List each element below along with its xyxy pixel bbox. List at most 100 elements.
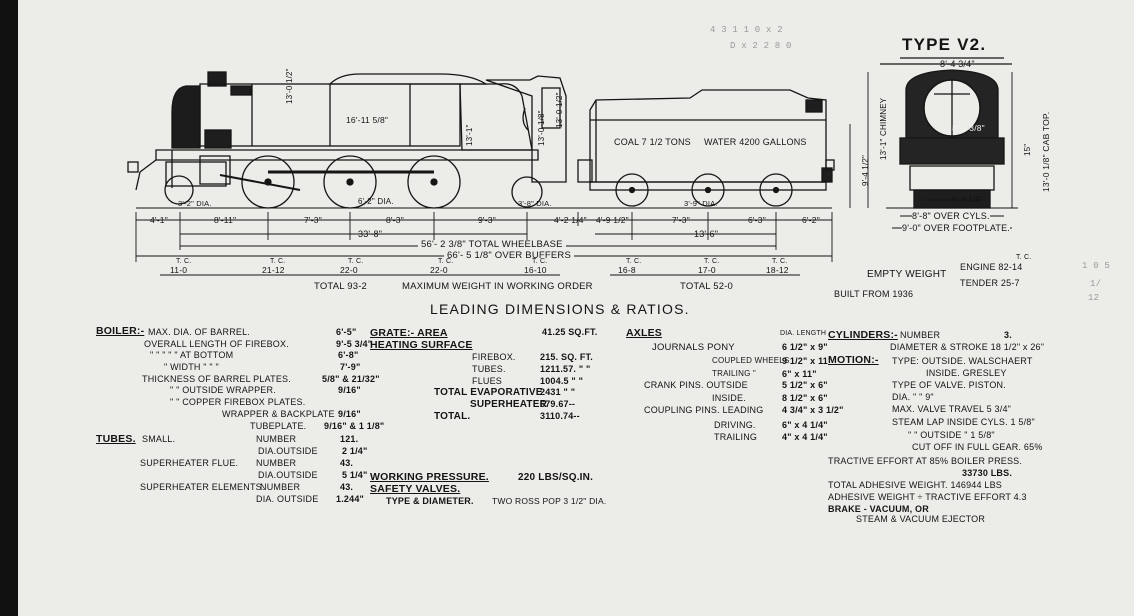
boiler-header: BOILER:- bbox=[96, 325, 145, 337]
boiler-row-4-label: " WIDTH " " " bbox=[164, 362, 219, 372]
axle-load-3: 22-0 bbox=[340, 265, 358, 275]
dim-spacing-1: 4'-1" bbox=[150, 215, 168, 225]
dim-engine-wheelbase: 33'-8" bbox=[358, 229, 383, 239]
tender-wheel-dia: 3'-9" DIA. bbox=[684, 199, 718, 208]
brake-type: BRAKE - VACUUM, OR bbox=[828, 504, 929, 514]
weight-unit-2: T. C. bbox=[270, 258, 286, 265]
motion-row-4: DIA. " " 9" bbox=[892, 392, 934, 402]
motion-row-6: STEAM LAP INSIDE CYLS. 1 5/8" bbox=[892, 417, 1035, 427]
firebox-height-label: 13'-1" bbox=[465, 124, 474, 146]
end-bottom-width: 6'-4 1/2" bbox=[952, 195, 984, 204]
weight-unit-5: T. C. bbox=[532, 258, 548, 265]
end-over-cyls: 8'-8" OVER CYLS. bbox=[912, 211, 990, 221]
boiler-row-8-value: 9/16" bbox=[338, 409, 361, 419]
axles-header: AXLES bbox=[626, 327, 663, 339]
axles-row-7-value: 6" x 4 1/4" bbox=[782, 420, 828, 430]
axle-load-7: 17-0 bbox=[698, 265, 716, 275]
axles-row-8-label: TRAILING bbox=[714, 432, 758, 442]
dim-spacing-7: 4'-9 1/2" bbox=[596, 215, 629, 225]
tubes-row-4-value: 5 1/4" bbox=[342, 470, 368, 480]
end-top-width: 8'-4 3/4" bbox=[940, 59, 975, 69]
boiler-row-7-label: " " COPPER FIREBOX PLATES. bbox=[170, 397, 306, 407]
tubes-row-1-label: NUMBER bbox=[256, 434, 297, 444]
engine-total-weight: TOTAL 93-2 bbox=[314, 281, 368, 292]
adhesive-ratio: ADHESIVE WEIGHT ÷ TRACTIVE EFFORT 4.3 bbox=[828, 492, 1027, 502]
tubes-row-2-label: DIA.OUTSIDE bbox=[258, 446, 318, 456]
motion-row-3: TYPE OF VALVE. PISTON. bbox=[892, 380, 1006, 390]
axles-row-6-value: 4 3/4" x 3 1/2" bbox=[782, 405, 844, 415]
axles-row-5-value: 8 1/2" x 6" bbox=[782, 393, 828, 403]
grate-area: 41.25 SQ.FT. bbox=[542, 327, 598, 337]
end-over-footplate: 9'-0" OVER FOOTPLATE. bbox=[902, 223, 1010, 233]
boiler-row-5-value: 5/8" & 21/32" bbox=[322, 374, 380, 384]
axles-row-7-label: DRIVING. bbox=[714, 420, 756, 430]
axles-col-header: DIA. LENGTH bbox=[780, 330, 827, 337]
boiler-row-9-label: TUBEPLATE. bbox=[250, 421, 307, 431]
motion-header: MOTION:- bbox=[828, 354, 879, 366]
coupled-wheel-2 bbox=[323, 155, 377, 209]
smokebox bbox=[171, 85, 201, 149]
height-dim-1: 9'-4 1/2" bbox=[861, 154, 870, 186]
boiler-row-8-label: WRAPPER & BACKPLATE bbox=[222, 409, 335, 419]
tubes-row-3-group: SUPERHEATER FLUE. bbox=[140, 458, 239, 468]
cylinders-header: CYLINDERS:- bbox=[828, 329, 898, 341]
heating-row-3-label: FLUES bbox=[472, 376, 503, 386]
axle-load-6: 16-8 bbox=[618, 265, 636, 275]
tender-body bbox=[589, 89, 827, 183]
weight-unit-4: T. C. bbox=[438, 258, 454, 265]
tractive-effort-value: 33730 LBS. bbox=[962, 468, 1013, 478]
end-view-drawing bbox=[880, 57, 1018, 229]
boiler-row-1-label: MAX. DIA. OF BARREL. bbox=[148, 327, 251, 337]
weight-unit-1: T. C. bbox=[176, 258, 192, 265]
tubes-row-6-value: 1.244" bbox=[336, 494, 364, 504]
heating-row-5-label: SUPERHEATER bbox=[470, 399, 548, 410]
motion-row-1: TYPE: OUTSIDE. WALSCHAERT bbox=[892, 356, 1033, 366]
weight-unit-3: T. C. bbox=[348, 258, 364, 265]
tubes-row-1-value: 121. bbox=[340, 434, 359, 444]
boiler-row-2-value: 9'-5 3/4" bbox=[336, 339, 373, 349]
total-wheelbase: 56'- 2 3/8" TOTAL WHEELBASE bbox=[418, 240, 566, 250]
dim-spacing-8: 7'-3" bbox=[672, 215, 690, 225]
drawing-sheet: TYPE V2. 4 3 1 1 0 x 2 D x 2 2 8 0 1 0 5… bbox=[18, 0, 1134, 616]
empty-weight-tender: TENDER 25-7 bbox=[960, 278, 1020, 288]
tubes-header: TUBES. bbox=[96, 433, 136, 445]
axles-row-8-value: 4" x 4 1/4" bbox=[782, 432, 828, 442]
tender-wheel-2 bbox=[691, 173, 725, 207]
tender-coal: COAL 7 1/2 TONS bbox=[614, 137, 691, 147]
dim-spacing-4: 8'-3" bbox=[386, 215, 404, 225]
axle-load-4: 22-0 bbox=[430, 265, 448, 275]
motion-row-2: INSIDE. GRESLEY bbox=[926, 368, 1007, 378]
coupled-wheel-1 bbox=[241, 155, 295, 209]
tubes-row-5-label: NUMBER bbox=[260, 482, 301, 492]
over-buffers: 66'- 5 1/8" OVER BUFFERS bbox=[444, 251, 575, 261]
dim-spacing-6: 4'-2 1/4" bbox=[554, 215, 587, 225]
cylinders-number: 3. bbox=[1004, 330, 1012, 340]
axles-row-4-label: CRANK PINS. OUTSIDE bbox=[644, 380, 748, 390]
dim-spacing-2: 8'-11" bbox=[214, 215, 237, 225]
boiler-row-2-label: OVERALL LENGTH OF FIREBOX. bbox=[144, 339, 289, 349]
heating-row-1-label: FIREBOX. bbox=[472, 352, 516, 362]
coupled-wheel-3 bbox=[407, 155, 461, 209]
heating-row-2-value: 1211.57. " " bbox=[540, 364, 591, 374]
grate-header: GRATE:- AREA bbox=[370, 327, 448, 339]
working-pressure-value: 220 LBS/SQ.IN. bbox=[518, 472, 594, 483]
cab-top-label: 13'-0 1/2" bbox=[555, 92, 564, 128]
boiler-row-6-value: 9/16" bbox=[338, 385, 361, 395]
tubes-row-5-group: SUPERHEATER ELEMENTS. bbox=[140, 482, 265, 492]
boiler-row-3-label: " " " " " AT BOTTOM bbox=[150, 350, 234, 360]
dim-tender-wheelbase: 13'-6" bbox=[694, 229, 719, 239]
built-from: BUILT FROM 1936 bbox=[834, 289, 914, 299]
pony-wheel-dia: 3'-2" DIA. bbox=[178, 199, 212, 208]
tender-wheel-3 bbox=[759, 173, 793, 207]
cylinders-number-label: NUMBER bbox=[900, 330, 941, 340]
end-smokebox-width: 8'-2 3/8" bbox=[952, 123, 985, 133]
motion-row-7: " " OUTSIDE " 1 5/8" bbox=[908, 430, 995, 440]
side-elevation-drawing bbox=[127, 57, 1018, 276]
tubes-row-2-value: 2 1/4" bbox=[342, 446, 368, 456]
pencil-note-4: 1/ bbox=[1090, 279, 1102, 289]
heating-row-3-value: 1004.5 " " bbox=[540, 376, 584, 386]
tender-water: WATER 4200 GALLONS bbox=[704, 137, 807, 147]
trailing-wheel-dia: 3'-8" DIA. bbox=[518, 199, 552, 208]
trailing-wheel bbox=[511, 176, 543, 208]
boiler-row-3-value: 6'-8" bbox=[338, 350, 359, 360]
